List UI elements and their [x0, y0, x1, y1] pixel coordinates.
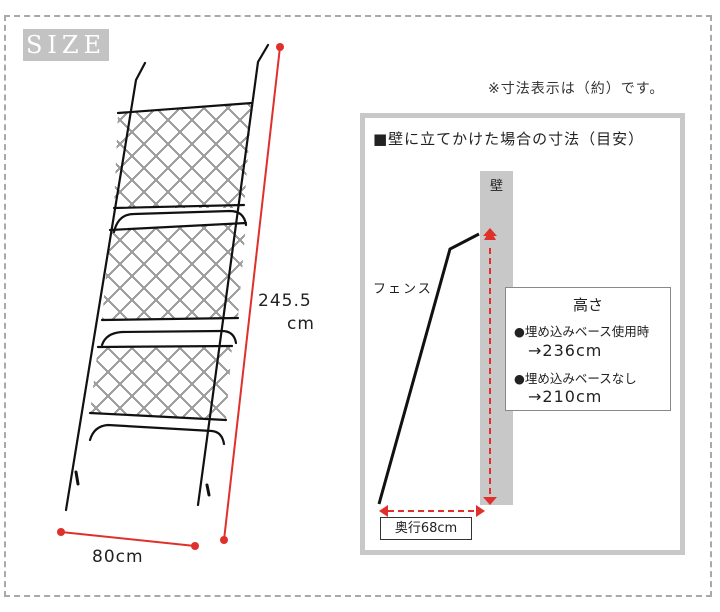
depth-arrow — [379, 505, 485, 517]
height-item-value: →210cm — [528, 387, 603, 406]
wall-label: 壁 — [489, 179, 503, 194]
panel-title: ■壁に立てかけた場合の寸法（目安） — [373, 130, 645, 148]
height-item-value: →236cm — [528, 341, 603, 360]
fence-label: フェンス — [373, 282, 433, 297]
fence-side-line — [377, 232, 480, 505]
height-value-label: 245.5 — [258, 291, 312, 311]
height-item-label: ●埋め込みベースなし — [514, 371, 637, 386]
height-item-label: ●埋め込みベース使用時 — [514, 324, 650, 339]
height-info-box: 高さ ●埋め込みベース使用時 →236cm ●埋め込みベースなし →210cm — [505, 287, 671, 411]
height-unit-label: cm — [287, 314, 315, 334]
depth-label: 奥行68cm — [380, 517, 472, 540]
approximate-note: ※寸法表示は（約）です。 — [488, 81, 665, 97]
width-dimension-line — [57, 528, 199, 550]
outer-dashed-border — [4, 15, 712, 597]
height-arrow — [483, 228, 497, 505]
height-box-title: 高さ — [572, 296, 603, 314]
width-label: 80cm — [92, 547, 144, 567]
mesh-panels — [90, 103, 252, 420]
fence-frame — [64, 43, 270, 512]
height-dimension-line — [220, 43, 284, 544]
size-badge: SIZE — [23, 29, 109, 61]
